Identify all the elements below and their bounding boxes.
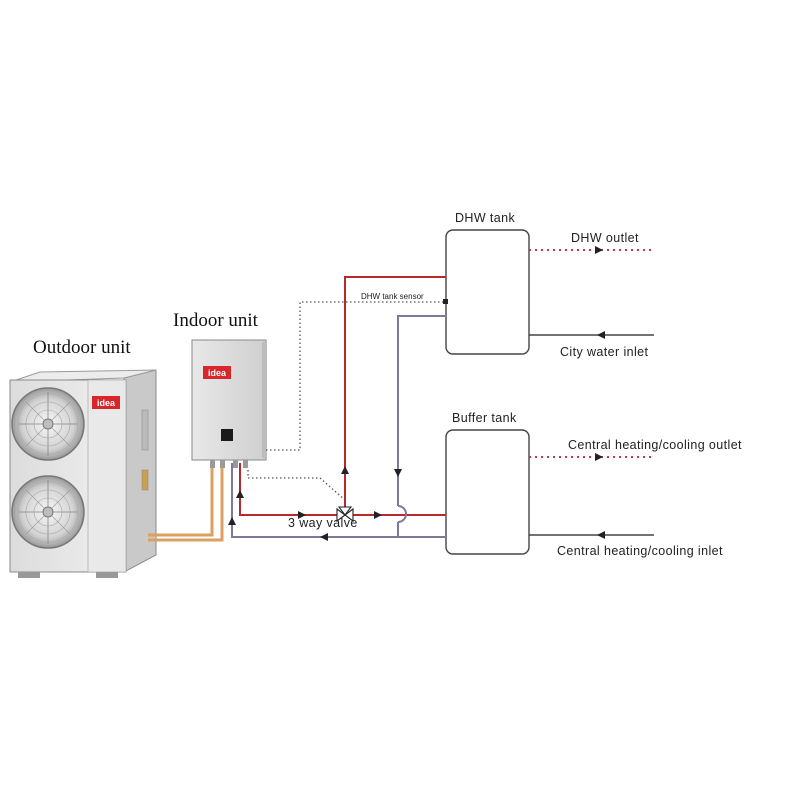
city-water-inlet-label: City water inlet	[560, 345, 649, 359]
brand-logo	[203, 366, 231, 379]
inlet-pipes	[529, 334, 654, 536]
outdoor-unit: idea	[9, 369, 157, 578]
buffer-tank-label: Buffer tank	[452, 411, 517, 425]
sensor-signal-lines	[247, 301, 446, 501]
dhw-tank-sensor-label: DHW tank sensor	[361, 292, 424, 301]
outdoor-unit-label: Outdoor unit	[33, 337, 131, 358]
dhw-outlet-label: DHW outlet	[571, 231, 639, 245]
heating-cooling-inlet-label: Central heating/cooling inlet	[557, 544, 723, 558]
fan-icon	[11, 387, 85, 461]
fan-icon	[11, 475, 85, 549]
hot-water-pipes	[239, 276, 446, 516]
refrigerant-pipes	[148, 468, 224, 542]
control-panel	[221, 429, 233, 441]
indoor-unit: idea	[191, 339, 267, 468]
buffer-tank	[445, 429, 530, 555]
return-pipes	[231, 315, 446, 538]
dhw-tank	[445, 229, 530, 355]
three-way-valve-icon	[336, 506, 354, 523]
svg-text:idea: idea	[97, 398, 116, 408]
indoor-unit-label: Indoor unit	[173, 310, 258, 331]
three-way-valve-label: 3 way valve	[288, 516, 358, 530]
dhw-tank-sensor-marker	[443, 299, 448, 304]
flow-arrow-icon	[228, 246, 605, 541]
heating-cooling-outlet-label: Central heating/cooling outlet	[568, 438, 742, 452]
brand-logo	[92, 396, 120, 409]
svg-text:idea: idea	[208, 368, 227, 378]
dhw-tank-label: DHW tank	[455, 211, 516, 225]
